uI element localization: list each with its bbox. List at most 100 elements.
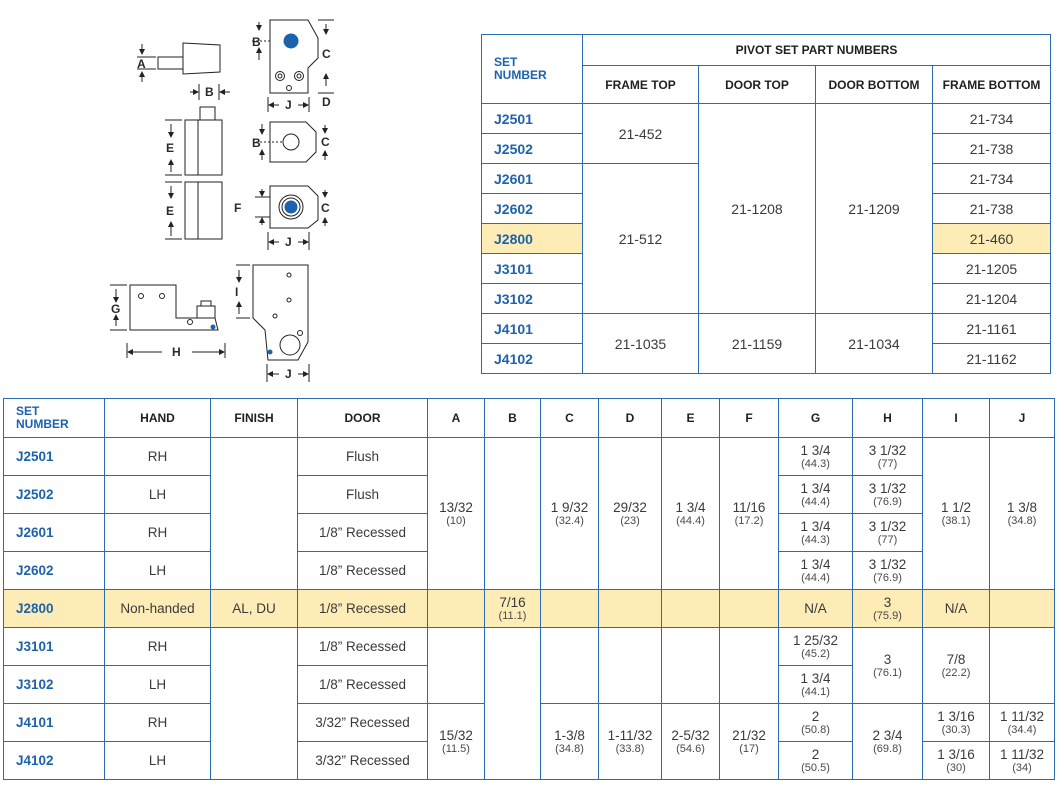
dim-i: 1 1/2(38.1)	[922, 437, 990, 590]
door-bottom-part: 21-1034	[815, 313, 933, 374]
dim-label-b3: B	[252, 136, 261, 150]
dim-h: 3 1/32(76.9)	[852, 475, 923, 514]
door: 1/8” Recessed	[297, 665, 428, 704]
dim-a: 13/32(10)	[427, 437, 485, 590]
dim-label-i: I	[235, 285, 238, 299]
dim-label-j: J	[285, 98, 292, 112]
door-header: DOOR	[297, 398, 428, 438]
dim-h: 3 1/32(77)	[852, 437, 923, 476]
set-number: J2601	[481, 163, 583, 194]
dim-h: 2 3/4(69.8)	[852, 703, 923, 780]
frame-top-part: 21-452	[582, 103, 699, 164]
f-header: F	[719, 398, 779, 438]
hand: RH	[104, 513, 211, 552]
frame-bottom-part: 21-734	[931, 103, 1052, 134]
table-row: J4101 RH 3/32” Recessed 15/32(11.5) 1-3/…	[3, 703, 1055, 780]
frame-top-part: 21-1035	[582, 313, 699, 374]
dim-d	[598, 589, 662, 628]
set-number: J4101	[3, 703, 105, 742]
dim-j: 1 11/32(34)	[989, 741, 1055, 780]
dim-i: 1 3/16(30.3)	[922, 703, 990, 742]
finish	[210, 437, 298, 590]
door-top-plate	[256, 121, 328, 163]
dim-g: 1 3/4(44.4)	[778, 475, 853, 514]
hand: LH	[104, 741, 211, 780]
dim-g: 1 3/4(44.1)	[778, 665, 853, 704]
set-number: J2602	[481, 193, 583, 224]
dim-c: 1-3/8(34.8)	[540, 703, 599, 780]
dim-label-e: E	[166, 141, 174, 155]
dim-e	[661, 589, 720, 628]
pivot-group-header: PIVOT SET PART NUMBERS	[581, 34, 1052, 66]
door-bottom-bracket	[236, 264, 310, 382]
set-number: J2501	[3, 437, 105, 476]
frame-top-header: FRAME TOP	[582, 65, 699, 104]
hand: RH	[104, 627, 211, 666]
a-header: A	[427, 398, 485, 438]
dim-g: 2(50.8)	[778, 703, 853, 742]
dim-h: 3 1/32(76.9)	[852, 551, 923, 590]
hand: LH	[104, 665, 211, 704]
dim-label-d: D	[322, 95, 331, 109]
door-top-part: 21-1159	[698, 313, 816, 374]
dim-j	[989, 627, 1055, 704]
j-header: J	[989, 398, 1055, 438]
hand: RH	[104, 437, 211, 476]
dim-g: 1 3/4(44.3)	[778, 437, 853, 476]
h-header: H	[852, 398, 923, 438]
g-header: G	[778, 398, 853, 438]
set-number: J2501	[481, 103, 583, 134]
set-number: J2602	[3, 551, 105, 590]
dim-e	[661, 627, 720, 704]
set-number: J3102	[481, 283, 583, 314]
dim-c	[540, 627, 599, 704]
pivot-side-view	[137, 42, 221, 82]
frame-top-part: 21-512	[582, 163, 699, 314]
dim-h: 3 1/32(77)	[852, 513, 923, 552]
frame-bottom-part: 21-734	[931, 163, 1052, 194]
door: 1/8” Recessed	[297, 551, 428, 590]
frame-bottom-part: 21-738	[931, 193, 1052, 224]
dim-j: 1 11/32(34.4)	[989, 703, 1055, 742]
dim-label-c: C	[322, 47, 331, 61]
set-number: J2800	[3, 589, 105, 628]
dim-i: 7/8(22.2)	[922, 627, 990, 704]
table-row-highlighted: J2800 Non-handed AL, DU 1/8” Recessed 7/…	[3, 589, 1055, 628]
set-number: J2502	[481, 133, 583, 164]
table-row: J3101 21-1205	[481, 253, 1052, 284]
finish: AL, DU	[210, 589, 298, 628]
dim-e: 2-5/32(54.6)	[661, 703, 720, 780]
door-bottom-plate	[255, 185, 328, 250]
frame-bottom-part: 21-1204	[931, 283, 1052, 314]
frame-top-plate	[252, 19, 334, 112]
dim-g: N/A	[778, 589, 853, 628]
dim-label-b: B	[205, 85, 214, 99]
dim-a	[427, 627, 485, 704]
dim-j	[989, 589, 1055, 628]
table-row: J4102 LH 3/32” Recessed 2(50.5) 1 3/16(3…	[3, 741, 1055, 780]
set-number: J4101	[481, 313, 583, 344]
door: 1/8” Recessed	[297, 627, 428, 666]
table-row: J2601 RH 1/8” Recessed 1 3/4(44.3) 3 1/3…	[3, 513, 1055, 552]
dim-e: 1 3/4(44.4)	[661, 437, 720, 590]
dim-f: 11/16(17.2)	[719, 437, 779, 590]
table-row: J3101 RH 1/8” Recessed 1 25/32(45.2) 3(7…	[3, 627, 1055, 780]
door-top-part: 21-1208	[698, 103, 816, 314]
d-header: D	[598, 398, 662, 438]
b-header: B	[484, 398, 541, 438]
table-row: J4101 21-1035 21-1159 21-1034 21-1161	[481, 313, 1052, 374]
dim-b	[484, 437, 541, 590]
dim-a	[427, 589, 485, 628]
dim-h: 3(75.9)	[852, 589, 923, 628]
dim-label-c3: C	[321, 201, 330, 215]
dim-d	[598, 627, 662, 704]
dim-label-b2: B	[252, 35, 261, 49]
dim-label-h: H	[172, 345, 181, 359]
b-dimension	[190, 84, 230, 100]
hand: LH	[104, 475, 211, 514]
hand: Non-handed	[104, 589, 211, 628]
dim-c: 1 9/32(32.4)	[540, 437, 599, 590]
door: 3/32” Recessed	[297, 703, 428, 742]
